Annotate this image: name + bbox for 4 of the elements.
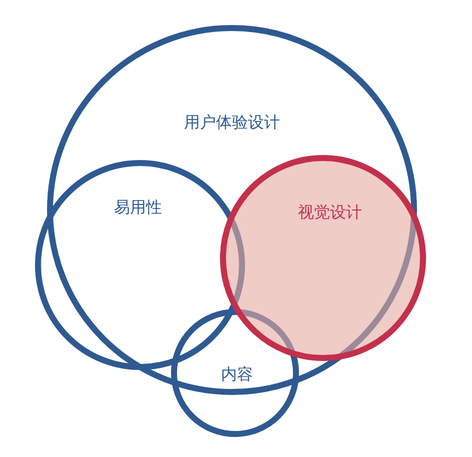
- circle-label: 用户体验设计: [184, 112, 280, 134]
- circle-label: 易用性: [114, 198, 162, 218]
- circle-label: 视觉设计: [298, 202, 362, 224]
- circle-label: 内容: [221, 364, 253, 386]
